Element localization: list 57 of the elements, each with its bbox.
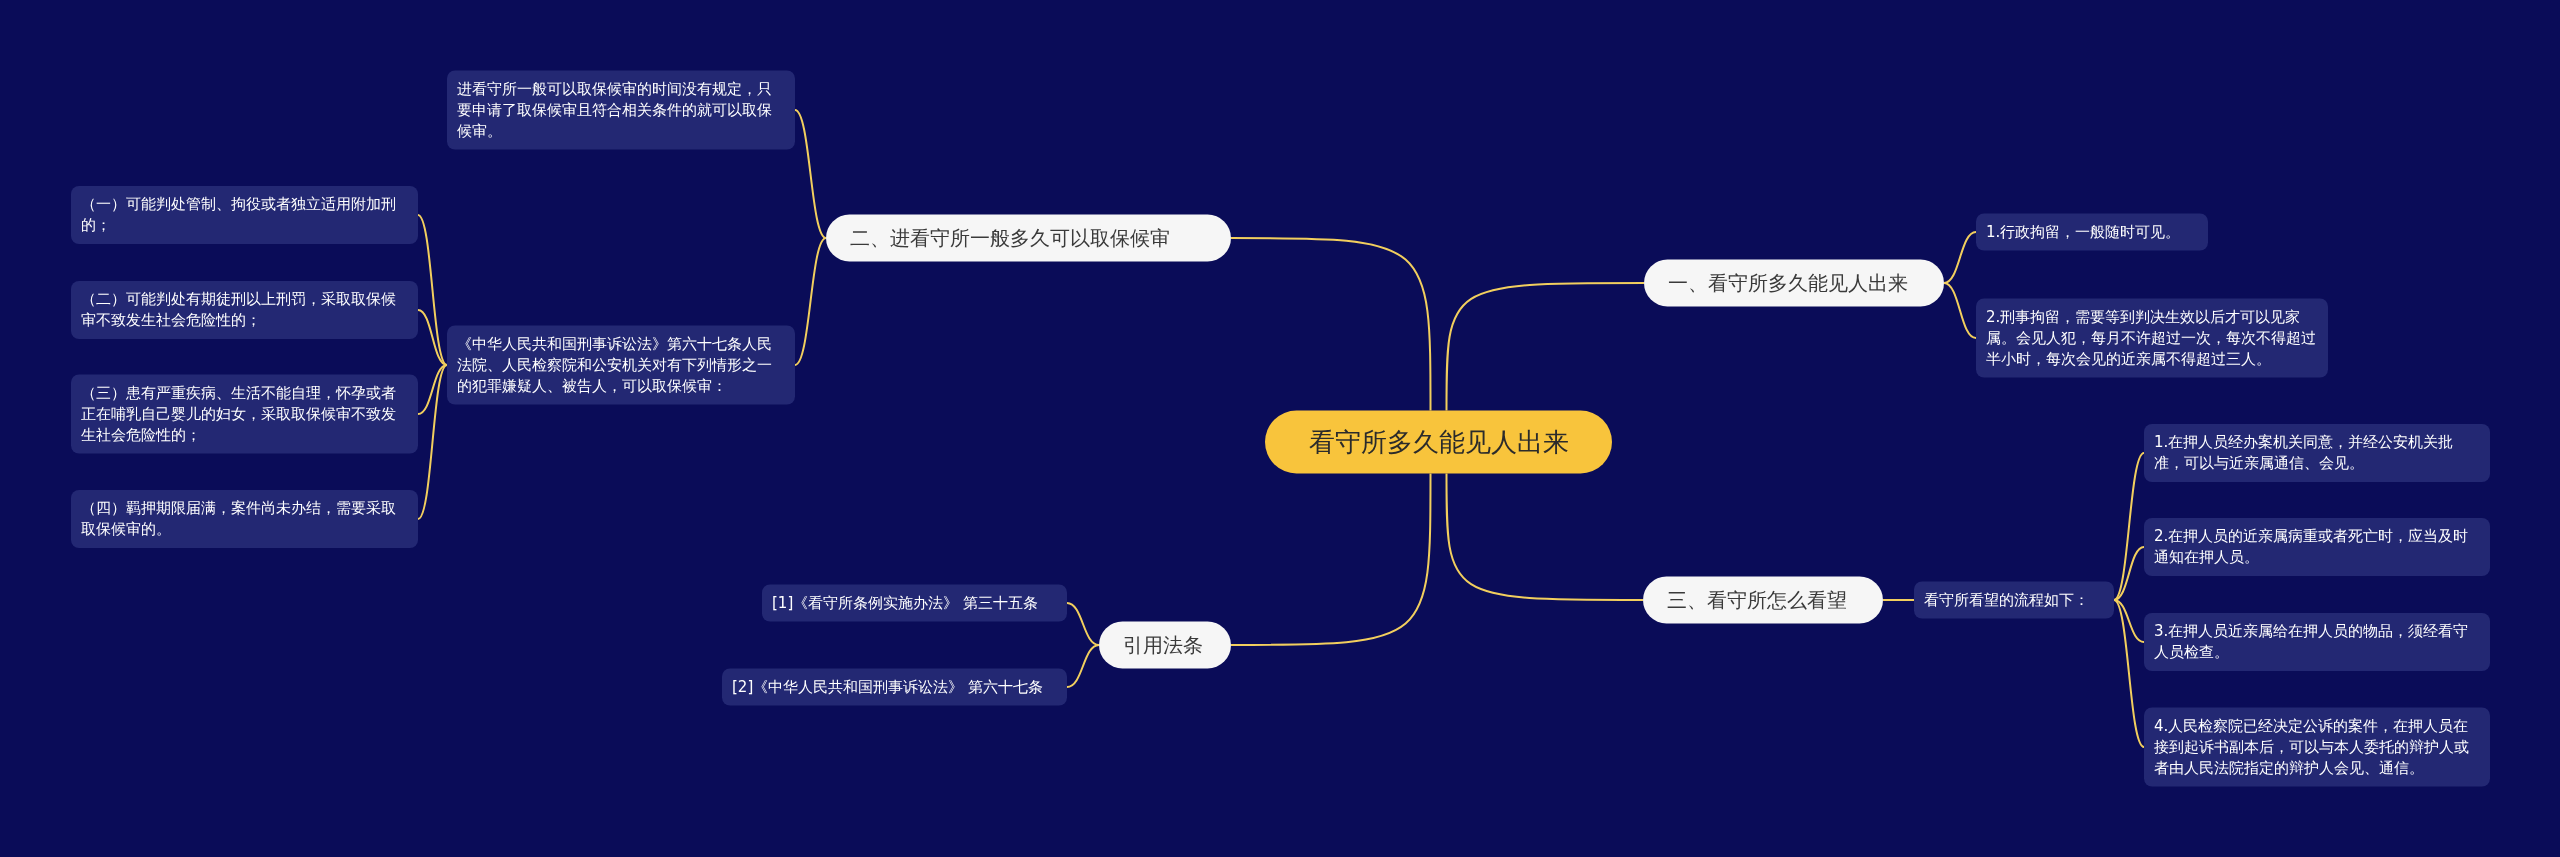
node-text: 2.在押人员的近亲属病重或者死亡时，应当及时通知在押人员。	[2154, 526, 2470, 568]
node-text: 看守所多久能见人出来	[1307, 425, 1570, 459]
text-card	[71, 281, 418, 339]
node-text: （四）羁押期限届满，案件尚未办结，需要采取取保候审的。	[81, 498, 397, 540]
node-text: 三、看守所怎么看望	[1667, 586, 1848, 614]
node-text: （二）可能判处有期徒刑以上刑罚，采取取保候审不致发生社会危险性的；	[81, 289, 397, 331]
text-card	[2144, 518, 2490, 576]
connector-line	[417, 364, 448, 415]
connector-line	[2113, 546, 2145, 601]
text-card	[1914, 581, 2114, 619]
connector-line	[1445, 282, 1645, 412]
text-card	[1976, 213, 2208, 251]
connector-line	[417, 214, 448, 366]
node-text: 4.人民检察院已经决定公诉的案件，在押人员在接到起诉书副本后，可以与本人委托的辩护人或者由人民法院指定的辩护人会见、通信。	[2154, 715, 2470, 779]
connector-line	[794, 109, 827, 239]
connector-line	[417, 364, 448, 520]
node-text: [2]《中华人民共和国刑事诉讼法》 第六十七条	[732, 676, 1044, 698]
node-text: 2.刑事拘留，需要等到判决生效以后才可以见家属。会见人犯，每月不许超过一次，每次不得超过半小时，每次会见的近亲属不得超过三人。	[1986, 306, 2317, 370]
node-text: 1.行政拘留，一般随时可见。	[1986, 221, 2182, 243]
text-card	[71, 186, 418, 244]
topic-pill	[1644, 259, 1944, 307]
connector-line	[1943, 282, 1977, 339]
text-card	[71, 374, 418, 454]
connector-line	[1066, 644, 1100, 688]
text-card	[2144, 424, 2490, 482]
node-text: 二、进看守所一般多久可以取保候审	[850, 224, 1171, 252]
connector-line	[1230, 237, 1432, 412]
node-text: 引用法条	[1123, 631, 1204, 659]
text-card	[2144, 707, 2490, 787]
node-text: 3.在押人员近亲属给在押人员的物品，须经看守人员检查。	[2154, 621, 2470, 663]
node-text: 一、看守所多久能见人出来	[1668, 269, 1909, 297]
text-card	[722, 668, 1067, 706]
connector-line	[417, 309, 448, 366]
connector-line	[1445, 472, 1644, 601]
connector-line	[2113, 452, 2145, 601]
node-text: 进看守所一般可以取保候审的时间没有规定，只要申请了取保候审且符合相关条件的就可以取保候审。	[457, 78, 773, 142]
topic-pill	[1099, 621, 1231, 669]
topic-pill	[1643, 576, 1883, 624]
node-text: 看守所看望的流程如下：	[1924, 589, 2090, 611]
node-text: （一）可能判处管制、拘役或者独立适用附加刑的；	[81, 194, 397, 236]
connector-line	[1230, 472, 1432, 646]
node-text: （三）患有严重疾病、生活不能自理，怀孕或者正在哺乳自己婴儿的妇女，采取取保候审不致发生社会危险性的；	[81, 382, 397, 446]
text-card	[71, 490, 418, 548]
node-text: [1]《看守所条例实施办法》 第三十五条	[772, 592, 1039, 614]
text-card	[762, 584, 1067, 622]
text-card	[2144, 613, 2490, 671]
text-card	[1976, 298, 2328, 378]
connector-line	[794, 237, 827, 366]
connector-line	[1943, 231, 1977, 284]
connector-line	[2113, 599, 2145, 748]
topic-pill	[826, 214, 1231, 262]
connector-line	[1882, 599, 1915, 601]
node-text: 《中华人民共和国刑事诉讼法》第六十七条人民法院、人民检察院和公安机关对有下列情形之一的犯罪嫌疑人、被告人，可以取保候审：	[457, 333, 773, 397]
text-card	[447, 70, 795, 150]
node-text: 1.在押人员经办案机关同意，并经公安机关批准，可以与近亲属通信、会见。	[2154, 432, 2455, 474]
connector-line	[2113, 599, 2145, 643]
text-card	[447, 325, 795, 405]
